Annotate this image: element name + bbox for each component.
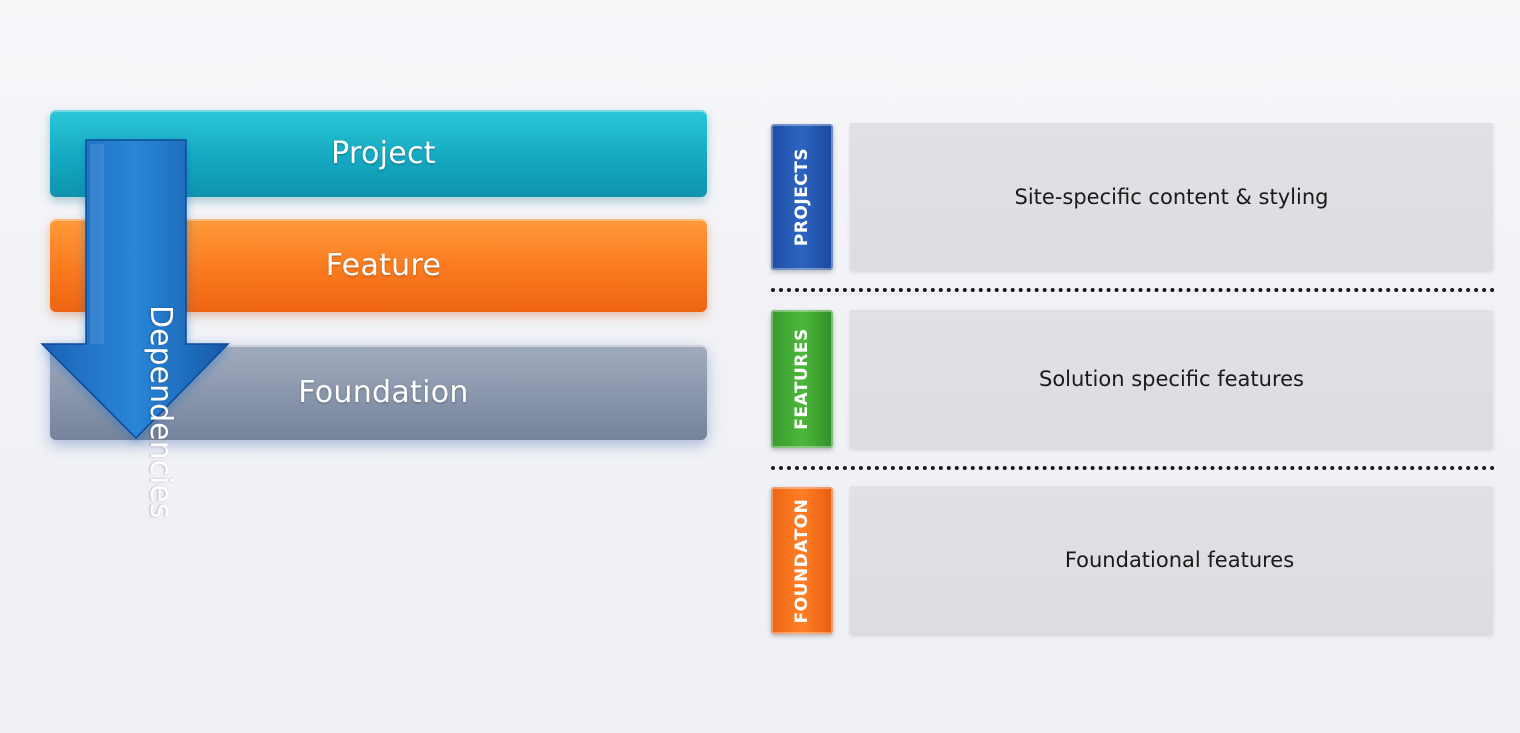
down-arrow-icon <box>40 139 230 440</box>
projects-description: Site-specific content & styling <box>1014 184 1329 209</box>
foundation-layer-label: Foundation <box>298 375 469 410</box>
features-description-panel: Solution specific features <box>850 310 1493 448</box>
projects-tag: PROJECTS <box>771 124 833 270</box>
feature-layer-label: Feature <box>325 248 442 283</box>
project-layer-label: Project <box>331 136 436 171</box>
foundation-tag-label: FOUNDATON <box>792 498 812 623</box>
features-description: Solution specific features <box>1038 367 1304 391</box>
dotted-divider <box>771 288 1495 292</box>
foundation-description-panel: Foundational features <box>850 486 1493 634</box>
features-tag: FEATURES <box>771 310 833 448</box>
foundation-tag: FOUNDATON <box>771 487 833 634</box>
dependencies-label: Dependencies <box>143 305 178 519</box>
features-tag-label: FEATURES <box>792 328 812 430</box>
projects-description-panel: Site-specific content & styling <box>850 123 1493 270</box>
dotted-divider <box>771 466 1495 470</box>
projects-tag-label: PROJECTS <box>792 147 812 247</box>
foundation-description: Foundational features <box>1064 548 1295 572</box>
dependencies-arrow: Dependencies <box>40 139 232 519</box>
